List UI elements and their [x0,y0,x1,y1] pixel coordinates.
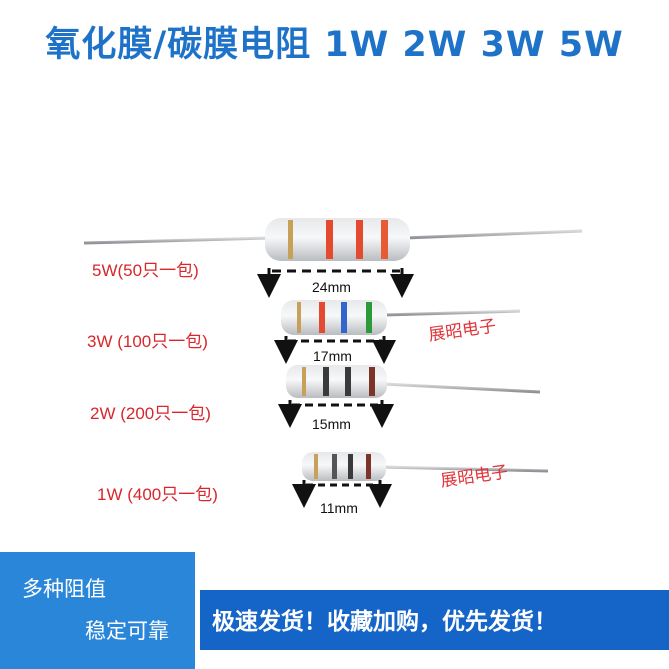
length-1w: 11mm [320,500,358,516]
resistor-label-1w: 1W (400只一包) [97,485,218,504]
dimension-5w [257,268,414,298]
dimension-2w [278,400,394,428]
resistor-label-2w: 2W (200只一包) [90,404,211,423]
length-3w: 17mm [313,348,352,364]
resistor-1w [143,452,549,481]
resistor-label-3w: 3W (100只一包) [87,332,208,351]
banner-right: 极速发货！收藏加购，优先发货！ [200,590,669,650]
resistor-label-5w: 5W(50只一包) [92,261,199,280]
resistor-3w [182,300,521,335]
length-2w: 15mm [312,416,351,432]
banner-right-text: 极速发货！收藏加购，优先发货！ [212,609,557,635]
length-5w: 24mm [312,279,351,295]
resistor-2w [131,365,541,398]
page-title: 氧化膜/碳膜电阻 1W 2W 3W 5W [45,25,624,65]
banner-left-line1: 多种阻值 [22,577,106,601]
resistor-5w [83,218,583,261]
dimension-3w [274,336,396,364]
banner-left: 多种阻值 稳定可靠 [0,552,195,669]
dimension-1w [292,480,392,508]
banner-left-line2: 稳定可靠 [85,619,169,643]
